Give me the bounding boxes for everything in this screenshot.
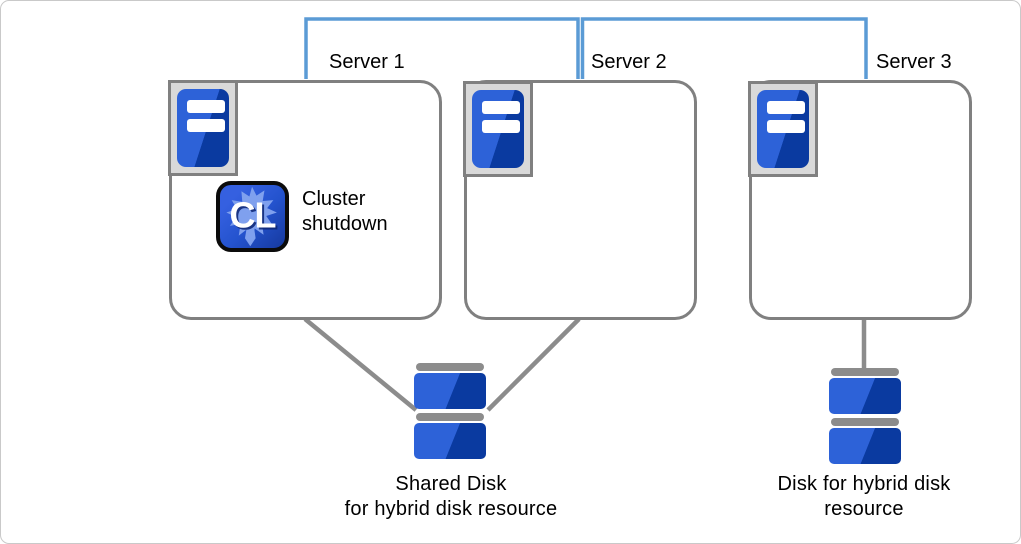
hybrid-disk-label: Disk for hybrid disk resource <box>759 472 969 522</box>
disk-unit <box>829 368 901 414</box>
disk-unit <box>829 418 901 464</box>
disk-body <box>829 428 901 464</box>
server2-label: Server 2 <box>591 51 667 73</box>
disk-cap <box>416 363 484 371</box>
cluster-app-icon-text: CL <box>229 193 277 235</box>
server3-label: Server 3 <box>876 51 952 73</box>
shared-disk-label: Shared Disk for hybrid disk resource <box>326 472 576 522</box>
disk-link-server1 <box>303 317 418 412</box>
cluster-shutdown-label: Cluster shutdown <box>302 188 388 235</box>
drive-bay-slot <box>187 100 225 113</box>
disk-body <box>829 378 901 414</box>
drive-bay-slot <box>767 101 805 114</box>
interconnect-line-server1-server2 <box>304 17 580 79</box>
interconnect-line-server2-server3 <box>580 17 868 79</box>
hybrid-disk-label-line2: resource <box>824 498 904 520</box>
cluster-burst-icon <box>226 186 277 247</box>
hybrid-disk-icon <box>829 368 901 464</box>
disk-cap <box>831 368 899 376</box>
disk-body <box>414 423 486 459</box>
server-tower-graphic <box>177 89 229 167</box>
hybrid-disk-label-line1: Disk for hybrid disk <box>777 473 951 495</box>
server-tower-graphic <box>757 90 809 168</box>
server1-label: Server 1 <box>329 51 405 73</box>
disk-link-server2 <box>486 317 581 412</box>
disk-unit <box>414 363 486 409</box>
shared-disk-label-line1: Shared Disk <box>395 473 507 495</box>
drive-bay-slot <box>482 101 520 114</box>
server1-icon <box>168 80 238 176</box>
server-tower-graphic <box>472 90 524 168</box>
disk-unit <box>414 413 486 459</box>
drive-bay-slot <box>767 120 805 133</box>
shared-disk-label-line2: for hybrid disk resource <box>344 498 558 520</box>
drive-bay-slot <box>482 120 520 133</box>
server2-box <box>464 80 697 320</box>
disk-body <box>414 373 486 409</box>
shared-disk-icon <box>414 363 486 459</box>
server3-icon <box>748 81 818 177</box>
disk-cap <box>831 418 899 426</box>
drive-bay-slot <box>187 119 225 132</box>
disk-cap <box>416 413 484 421</box>
server2-icon <box>463 81 533 177</box>
cluster-app-icon: CL <box>216 181 289 252</box>
